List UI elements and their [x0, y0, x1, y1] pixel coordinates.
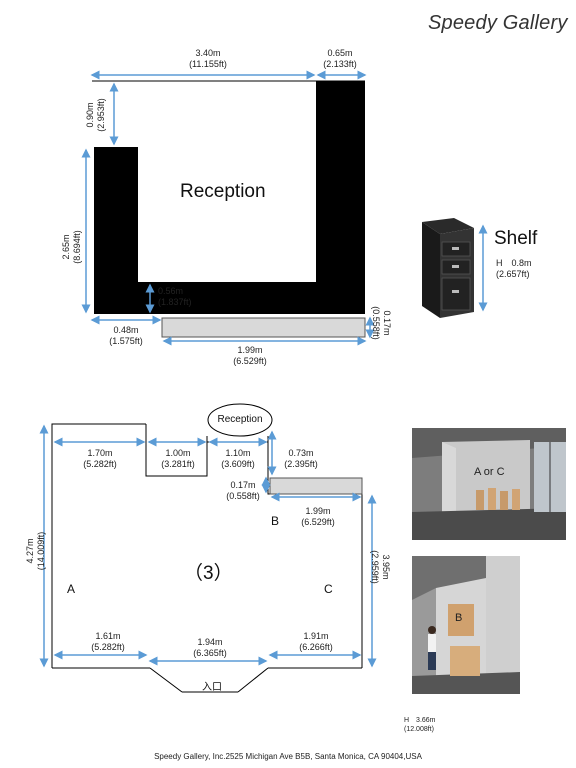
- dim-top-shelf-width: 1.99m(6.529ft): [233, 345, 267, 366]
- reception-room-label: Reception: [180, 181, 266, 202]
- room-number: （3）: [184, 563, 233, 584]
- left-wall-block: [94, 147, 138, 314]
- top-shelf: [161, 317, 366, 338]
- shelf-height: H 0.8m(2.657ft): [496, 258, 532, 279]
- photo-label-a-or-c: A or C: [474, 466, 505, 478]
- photo-label-b: B: [455, 612, 463, 624]
- dim-bottom-left-height: 4.27m(14.009ft): [25, 531, 46, 571]
- dim-bottom-left: 0.48m(1.575ft): [109, 325, 143, 346]
- dim-left-drop: 0.90m(2.953ft): [85, 98, 106, 132]
- dim-bottom-1: 1.61m(5.282ft): [91, 631, 125, 652]
- shelf-cabinet-illustration: [422, 218, 474, 318]
- footer-address: Speedy Gallery, Inc.2525 Michigan Ave B5…: [154, 752, 422, 761]
- wall-label-c: C: [324, 582, 333, 596]
- wall-label-b: B: [271, 514, 280, 528]
- dim-bottom-top-1: 1.70m(5.282ft): [83, 448, 117, 469]
- dim-bottom-shelf-depth: 0.17m(0.558ft): [226, 480, 260, 501]
- wall-label-a: A: [67, 582, 76, 596]
- gallery-photo-a-or-c: A or C: [412, 428, 566, 540]
- brand-logo: Speedy Gallery: [428, 12, 568, 34]
- dim-bottom-right-top: 0.73m(2.395ft): [284, 448, 318, 469]
- dim-top-width: 3.40m(11.155ft): [189, 48, 227, 69]
- dim-bottom-2: 1.94m(6.365ft): [193, 637, 227, 658]
- bottom-shelf: [269, 477, 363, 495]
- right-wall-block: [316, 81, 365, 314]
- dim-bottom-right-height: 3.95m(2.959ft): [370, 550, 391, 584]
- dim-inner-depth: 0.56m(1.837ft): [158, 286, 192, 307]
- gallery-photo-b: B: [412, 556, 520, 694]
- top-floor-plan: [81, 70, 375, 346]
- dim-bottom-shelf-width: 1.99m(6.529ft): [301, 506, 335, 527]
- entrance-label: 入口: [202, 682, 222, 693]
- bottom-floor-plan: [39, 403, 377, 693]
- shelf-title: Shelf: [494, 228, 538, 249]
- dim-top-shelf-depth: 0.17m(0.558ft): [371, 306, 392, 340]
- dim-bottom-3: 1.91m(6.266ft): [299, 631, 333, 652]
- dim-top-right: 0.65m(2.133ft): [323, 48, 357, 69]
- dim-bottom-top-2: 1.00m(3.281ft): [161, 448, 195, 469]
- gallery-height-note: H 3.66m(12.008ft): [404, 717, 436, 733]
- bottom-wall-block: [138, 282, 318, 314]
- dim-bottom-top-3: 1.10m(3.609ft): [221, 448, 255, 469]
- bottom-reception-label: Reception: [217, 414, 263, 425]
- reception-ellipse: [207, 403, 273, 437]
- dim-left-height: 2.65m(8.694ft): [61, 230, 82, 264]
